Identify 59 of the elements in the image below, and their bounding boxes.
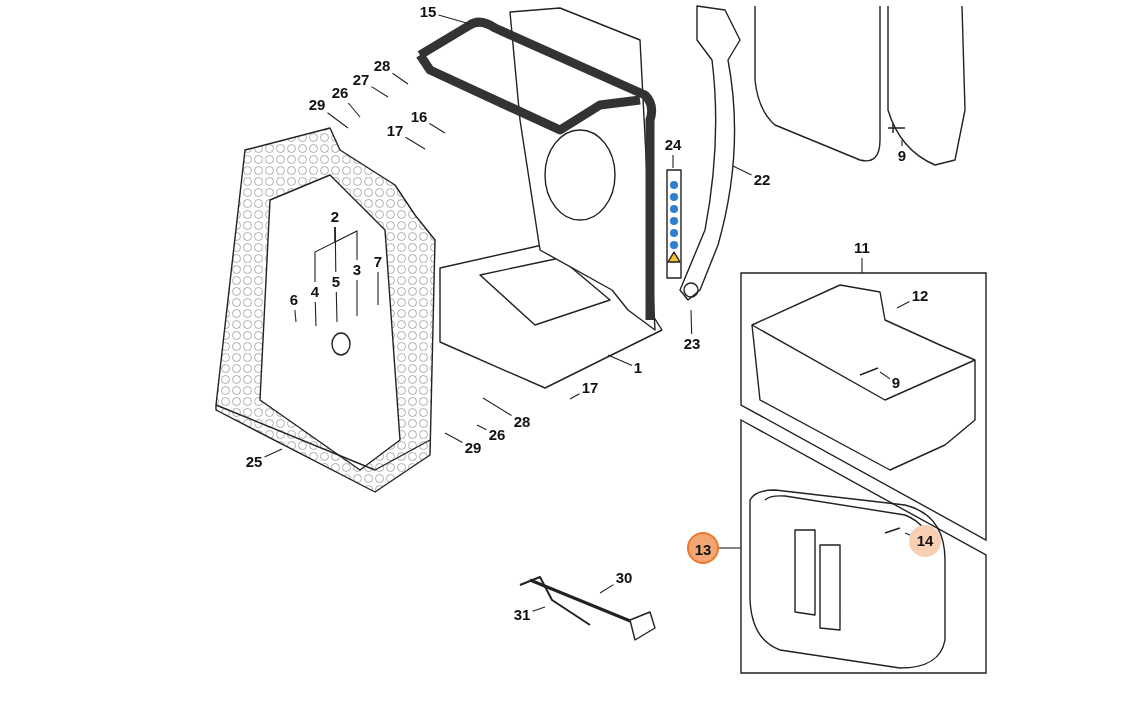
leader-line xyxy=(444,432,464,443)
callout-number: 12 xyxy=(910,287,930,305)
callout-number: 24 xyxy=(663,136,683,154)
leader-line xyxy=(896,300,911,309)
callout-number: 9 xyxy=(897,147,907,165)
callout-number: 22 xyxy=(752,171,772,189)
callout-number: 7 xyxy=(373,253,383,271)
leader-line xyxy=(377,271,379,306)
callout-number: 28 xyxy=(372,57,392,75)
leader-line xyxy=(404,136,426,150)
callout-number: 17 xyxy=(385,122,405,140)
leader-line xyxy=(370,86,389,98)
leader-line xyxy=(437,14,471,25)
leader-line xyxy=(335,291,338,323)
leader-line xyxy=(718,547,742,549)
callout-number: 28 xyxy=(512,413,532,431)
leader-line xyxy=(314,301,317,327)
callout-number: 2 xyxy=(330,208,340,226)
callout-number: 3 xyxy=(352,261,362,279)
callout-number: 27 xyxy=(351,71,371,89)
callout-number: 31 xyxy=(512,606,532,624)
leader-line xyxy=(263,448,283,458)
callout-number: 25 xyxy=(244,453,264,471)
callout-number: 17 xyxy=(580,379,600,397)
callout-number: 11 xyxy=(853,239,871,257)
leader-line xyxy=(334,226,358,261)
leader-line xyxy=(607,354,633,366)
callout-number: 15 xyxy=(418,3,438,21)
callout-number: 5 xyxy=(331,273,341,291)
leader-line xyxy=(326,112,349,129)
callout-number: 1 xyxy=(633,359,643,377)
leader-line xyxy=(356,279,358,317)
leader-line xyxy=(294,309,297,323)
leader-line xyxy=(391,72,409,85)
callout-number: 29 xyxy=(463,439,483,457)
callout-number: 4 xyxy=(310,283,320,301)
callout-number: 23 xyxy=(682,335,702,353)
leader-line xyxy=(861,257,863,274)
leader-line xyxy=(476,424,488,431)
leader-line xyxy=(569,393,581,400)
leader-line xyxy=(599,584,615,594)
callout-number: 6 xyxy=(289,291,299,309)
callout-number: 13 xyxy=(687,532,719,564)
leader-line xyxy=(482,397,513,417)
leader-line xyxy=(879,371,891,380)
callout-number: 9 xyxy=(891,374,901,392)
leader-line xyxy=(904,532,911,536)
leader-line xyxy=(901,139,903,147)
callout-number: 26 xyxy=(330,84,350,102)
callout-number: 29 xyxy=(307,96,327,114)
leader-line xyxy=(531,606,546,612)
callout-number: 16 xyxy=(409,108,429,126)
leader-line xyxy=(732,165,753,176)
callout-number: 30 xyxy=(614,569,634,587)
leader-line xyxy=(347,102,361,118)
callout-number: 26 xyxy=(487,426,507,444)
leader-line xyxy=(428,122,446,134)
leader-line xyxy=(672,154,674,169)
leader-line xyxy=(690,309,693,335)
